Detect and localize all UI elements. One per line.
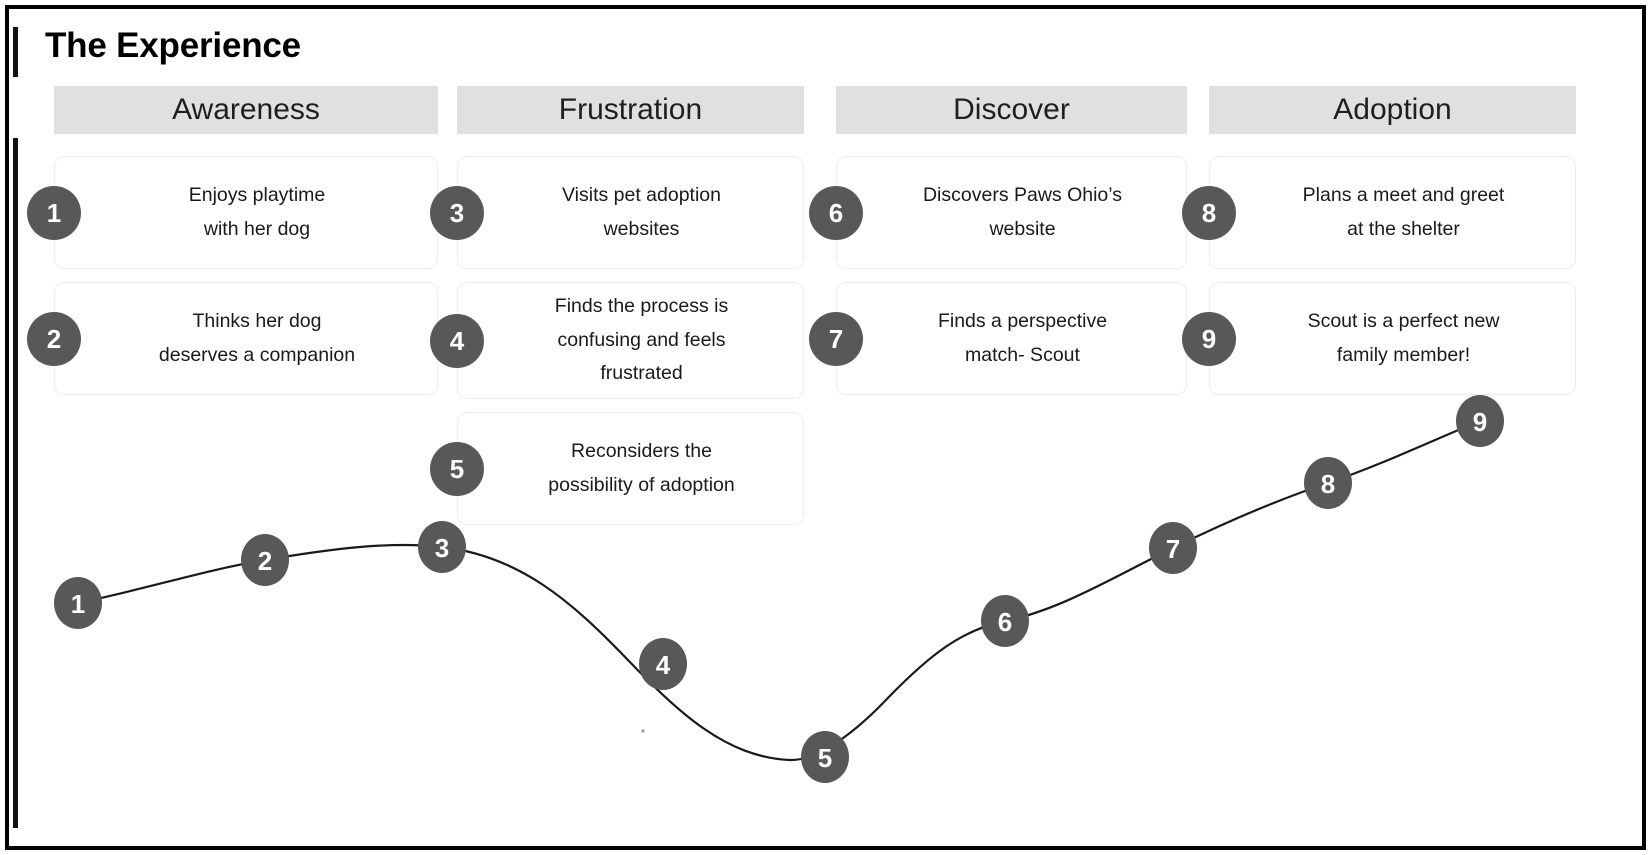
stage-column-discover: Discover 6 Discovers Paws Ohio’s website 7 F…: [809, 86, 1187, 408]
curve-node-4[interactable]: 4: [639, 638, 687, 690]
curve-node-6[interactable]: 6: [981, 595, 1029, 647]
card-text: Finds the process is confusing and feels…: [554, 295, 729, 385]
page-title: The Experience: [45, 26, 301, 65]
stage-header-frustration[interactable]: Frustration: [457, 86, 804, 134]
card-badge-3: 3: [430, 185, 484, 240]
card-text: Visits pet adoption websites: [562, 183, 721, 240]
journey-card-4[interactable]: 4 Finds the process is confusing and feel…: [430, 282, 804, 399]
curve-node-3[interactable]: 3: [418, 521, 466, 573]
card-badge-9: 9: [1182, 311, 1236, 366]
curve-node-hitarea[interactable]: [54, 577, 102, 629]
card-badge-2: 2: [27, 311, 81, 366]
stage-header-awareness[interactable]: Awareness: [54, 86, 438, 134]
left-accent-bar-top: [13, 27, 18, 77]
stage-column-adoption: Adoption 8 Plans a meet and greet at the s…: [1182, 86, 1576, 408]
card-badge-5: 5: [430, 441, 484, 496]
stage-column-awareness: Awareness 1 Enjoys playtime with her dog 2 T…: [27, 86, 438, 408]
card-badge-8: 8: [1182, 185, 1236, 240]
curve-node-2[interactable]: 2: [241, 534, 289, 586]
card-text: Reconsiders the possibility of adoption: [548, 439, 735, 496]
journey-card-5[interactable]: 5 Reconsiders the possibility of adoption: [430, 412, 804, 525]
curve-node-hitarea[interactable]: [1304, 457, 1352, 509]
curve-node-5[interactable]: 5: [801, 731, 849, 783]
card-badge-7: 7: [809, 311, 863, 366]
stage-card-list: 8 Plans a meet and greet at the shelter 9 S…: [1182, 156, 1576, 395]
curve-node-hitarea[interactable]: [1149, 522, 1197, 574]
stage-header-adoption[interactable]: Adoption: [1209, 86, 1576, 134]
stage-card-list: 3 Visits pet adoption websites 4 Finds the …: [430, 156, 804, 525]
curve-node-8[interactable]: 8: [1304, 457, 1352, 509]
card-badge-1: 1: [27, 185, 81, 240]
curve-node-9[interactable]: 9: [1456, 395, 1504, 447]
card-text: Scout is a perfect new family member!: [1307, 309, 1500, 366]
curve-node-hitarea[interactable]: [241, 534, 289, 586]
curve-node-hitarea[interactable]: [639, 638, 687, 690]
stage-card-list: 1 Enjoys playtime with her dog 2 Thinks her…: [27, 156, 438, 395]
card-text: Discovers Paws Ohio’s website: [922, 183, 1123, 240]
stage-column-frustration: Frustration 3 Visits pet adoption websites…: [430, 86, 804, 538]
curve-speck-artifact: [641, 729, 645, 733]
journey-card-9[interactable]: 9 Scout is a perfect new family member!: [1182, 282, 1576, 395]
card-badge-4: 4: [430, 313, 484, 368]
curve-node-hitarea[interactable]: [418, 521, 466, 573]
left-accent-bar-bottom: [13, 138, 18, 828]
card-text: Finds a perspective match- Scout: [937, 309, 1108, 366]
card-text: Enjoys playtime with her dog: [188, 183, 326, 240]
journey-card-6[interactable]: 6 Discovers Paws Ohio’s website: [809, 156, 1187, 269]
curve-node-hitarea[interactable]: [981, 595, 1029, 647]
curve-node-hitarea[interactable]: [1456, 395, 1504, 447]
stage-header-discover[interactable]: Discover: [836, 86, 1187, 134]
journey-card-8[interactable]: 8 Plans a meet and greet at the shelter: [1182, 156, 1576, 269]
card-text: Plans a meet and greet at the shelter: [1302, 183, 1505, 240]
journey-card-2[interactable]: 2 Thinks her dog deserves a companion: [27, 282, 438, 395]
card-text: Thinks her dog deserves a companion: [158, 309, 356, 366]
curve-node-7[interactable]: 7: [1149, 522, 1197, 574]
card-badge-6: 6: [809, 185, 863, 240]
journey-card-7[interactable]: 7 Finds a perspective match- Scout: [809, 282, 1187, 395]
stage-card-list: 6 Discovers Paws Ohio’s website 7 Finds a p…: [809, 156, 1187, 395]
curve-node-hitarea[interactable]: [801, 731, 849, 783]
journey-card-3[interactable]: 3 Visits pet adoption websites: [430, 156, 804, 269]
curve-node-1[interactable]: 1: [54, 577, 102, 629]
journey-card-1[interactable]: 1 Enjoys playtime with her dog: [27, 156, 438, 269]
